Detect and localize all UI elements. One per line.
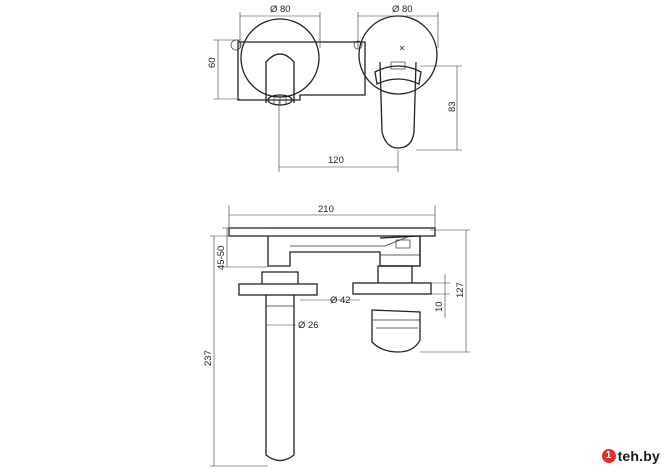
site-logo-icon: 1: [601, 449, 616, 463]
dim-center-distance: 120: [328, 155, 344, 166]
lever-rosette-side: [352, 282, 432, 295]
dim-plate-height: 60: [207, 57, 218, 68]
dim-rosette-thickness: 10: [434, 301, 445, 312]
dim-spout-diameter: Ø 26: [298, 320, 319, 331]
lever-indicator: [390, 61, 406, 70]
dim-rosette-diameter: Ø 42: [330, 295, 351, 306]
dim-total-length: 210: [318, 204, 334, 215]
spout-top-outline: [265, 53, 295, 103]
lever-block: [395, 239, 411, 249]
body-top: [267, 236, 421, 267]
dim-total-height: 237: [203, 350, 214, 366]
dim-wall-range: 45-50: [216, 246, 227, 270]
spout-rosette-top: [240, 18, 320, 98]
dim-top-diameter-left: Ø 80: [270, 4, 291, 15]
side-view: 210 45-50 237 127 Ø 42 Ø 26 10: [203, 204, 470, 467]
site-watermark: 1 teh.by: [597, 446, 664, 466]
dim-height-127: 127: [455, 282, 466, 298]
top-view: Ø 80 Ø 80 60 83 120: [207, 4, 462, 172]
dim-top-diameter-right: Ø 80: [392, 4, 413, 15]
cartridge-body: [371, 309, 421, 353]
lever-side: [379, 235, 421, 267]
dim-lever-height: 83: [447, 101, 458, 112]
lever-rosette-top: [358, 15, 438, 95]
lever-top-outline: [379, 61, 417, 149]
wall-plate: [228, 227, 436, 237]
spout-rosette-side: [238, 283, 318, 296]
mounting-plate: [237, 41, 366, 101]
plate-lug-left: [230, 39, 242, 51]
spout-side: [265, 295, 295, 462]
lever-head: [374, 65, 422, 85]
site-name: teh.by: [617, 448, 660, 464]
